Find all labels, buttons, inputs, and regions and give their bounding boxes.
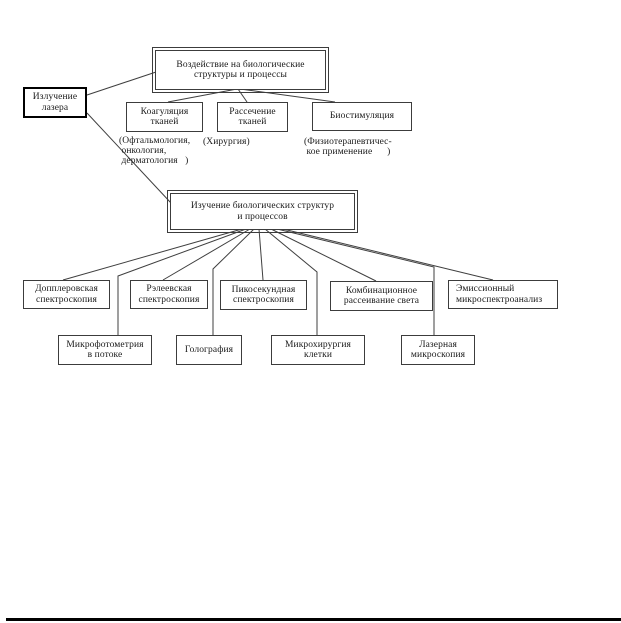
- node-tissue-dissection: Рассечение тканей: [217, 102, 288, 132]
- note-physiotherapy-application: (Физиотерапевтичес- кое применение ): [304, 137, 392, 157]
- node-flow-microphotometry: Микрофотометрия в потоке: [58, 335, 152, 365]
- node-picosecond-spectroscopy: Пикосекундная спектроскопия: [220, 280, 307, 310]
- node-emission-microspectroanalysis: Эмиссионный микроспектроанализ: [448, 280, 558, 309]
- node-holography: Голография: [176, 335, 242, 365]
- node-study-of-bio-structures: Изучение биологических структур и процес…: [167, 190, 358, 233]
- node-laser-microscopy: Лазерная микроскопия: [401, 335, 475, 365]
- node-rayleigh-spectroscopy: Рэлеевская спектроскопия: [130, 280, 208, 309]
- note-surgery: (Хирургия): [203, 137, 250, 147]
- node-impact-on-bio-structures: Воздействие на биологические структуры и…: [152, 47, 329, 93]
- page-bottom-rule: [6, 618, 621, 621]
- note-ophthalmology-oncology-dermatology: (Офтальмология, онкология, дерматология …: [119, 136, 191, 166]
- node-tissue-coagulation: Коагуляция тканей: [126, 102, 203, 132]
- node-raman-light-scattering: Комбинационное рассеивание света: [330, 281, 433, 311]
- node-cell-microsurgery: Микрохирургия клетки: [271, 335, 365, 365]
- node-biostimulation: Биостимуляция: [312, 102, 412, 131]
- node-laser-radiation: Излучение лазера: [23, 87, 87, 118]
- node-doppler-spectroscopy: Допплеровская спектроскопия: [23, 280, 110, 309]
